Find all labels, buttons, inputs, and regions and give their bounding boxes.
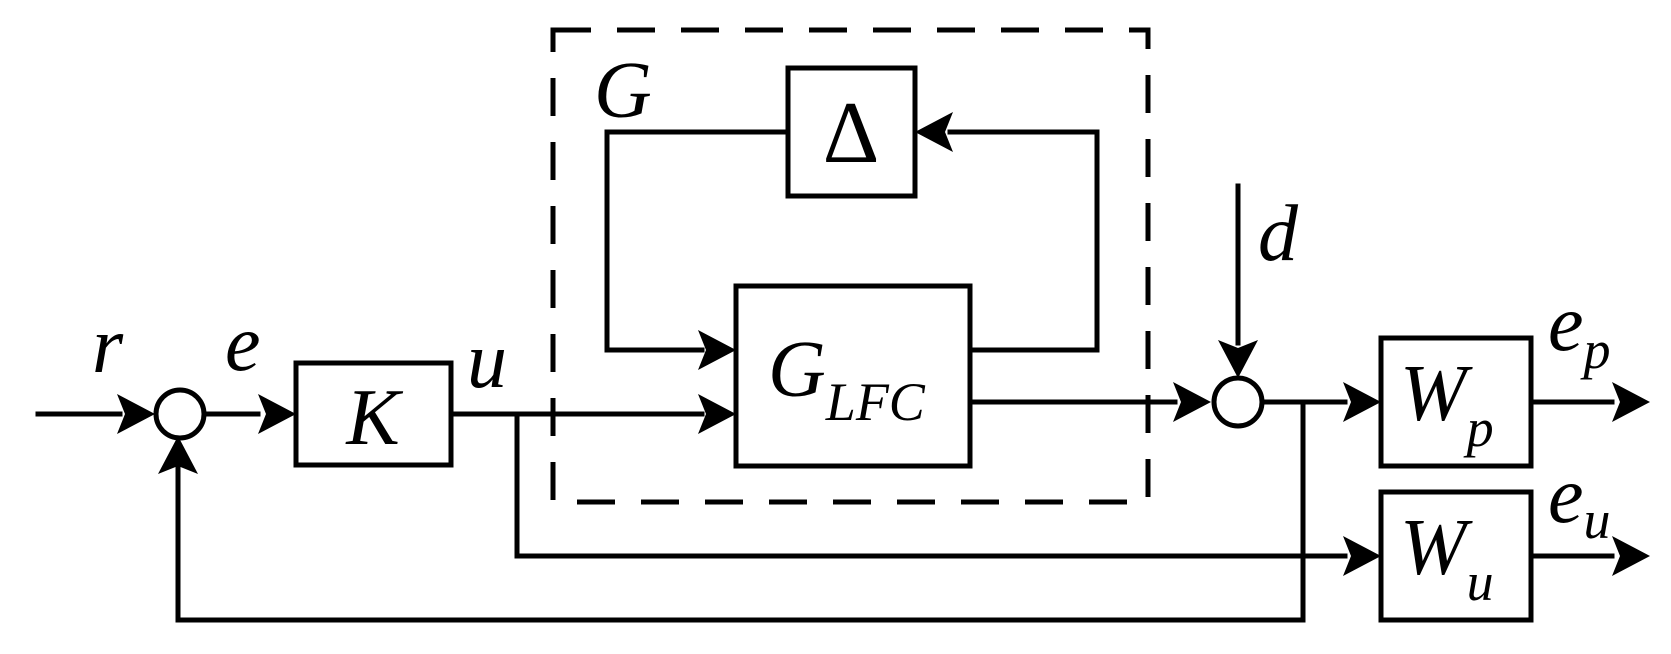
label-g-lfc: GLFC	[768, 326, 926, 432]
wires	[35, 129, 1615, 623]
arrow-feedback	[158, 436, 198, 474]
arrow-u-wu	[1343, 536, 1381, 576]
label-wp: Wp	[1400, 350, 1494, 458]
label-u: u	[467, 317, 507, 405]
block-g-lfc: GLFC	[733, 283, 973, 469]
block-delta: Δ	[785, 65, 918, 199]
label-e: e	[225, 300, 261, 388]
wire-glfc-to-delta	[947, 129, 1100, 353]
label-g: G	[594, 47, 652, 135]
arrow-sum-wp	[1343, 382, 1381, 422]
arrow-r	[117, 394, 155, 434]
arrow-ep	[1612, 382, 1650, 422]
label-k: K	[345, 374, 403, 462]
block-wp: Wp	[1378, 335, 1534, 469]
wire-u-to-wu	[514, 411, 1348, 559]
summing-junction-2	[1211, 375, 1265, 429]
uncertain-plant-boundary	[550, 27, 1151, 505]
arrow-glfc-delta	[915, 112, 953, 152]
arrow-d	[1218, 340, 1258, 378]
arrow-delta-glfc	[698, 330, 736, 370]
label-delta: Δ	[823, 85, 880, 182]
summing-junction-1	[153, 387, 207, 441]
label-ep: ep	[1548, 280, 1611, 380]
arrowheads	[117, 112, 1650, 576]
wire-feedback	[175, 399, 1306, 623]
label-r: r	[92, 302, 124, 390]
arrow-u-glfc	[698, 394, 736, 434]
arrow-e	[258, 394, 296, 434]
label-d: d	[1258, 190, 1299, 278]
label-eu: eu	[1548, 452, 1611, 550]
arrow-eu	[1612, 536, 1650, 576]
arrow-glfc-sum	[1173, 382, 1211, 422]
label-wu: Wu	[1400, 504, 1494, 612]
block-controller-k: K	[293, 360, 454, 468]
block-wu: Wu	[1378, 489, 1534, 623]
wire-delta-to-glfc	[604, 129, 791, 353]
